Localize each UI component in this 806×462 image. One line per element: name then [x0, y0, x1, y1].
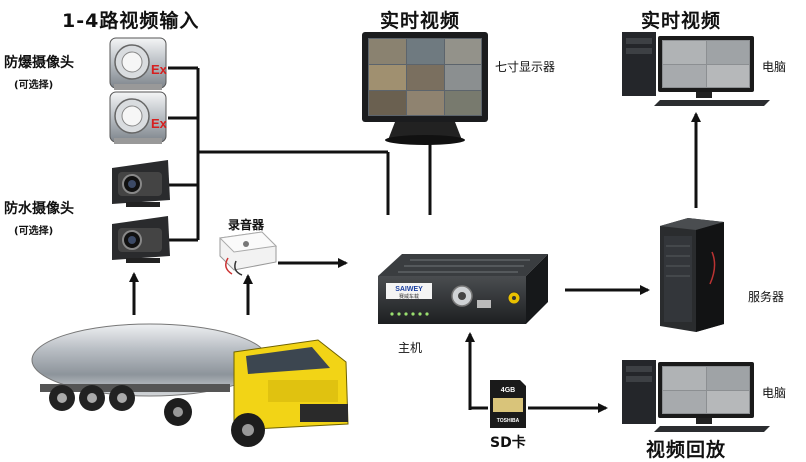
- input-title: 1-4路视频输入: [62, 10, 200, 32]
- waterproof-camera-2: [112, 216, 170, 263]
- server-tower: [660, 218, 724, 332]
- tanker-truck: [31, 323, 349, 447]
- camera-wiring: [168, 66, 432, 242]
- waterproof-camera-note: (可选择): [14, 226, 54, 237]
- pc-top-label: 电脑: [762, 60, 787, 74]
- flow-arrows: [129, 112, 701, 413]
- dvr-host-device: SAIWEY 赛威车载: [378, 254, 548, 324]
- sd-card: 4GB TOSHIBA: [490, 380, 526, 428]
- host-label: 主机: [398, 341, 423, 355]
- explosion-camera-2: Ex: [109, 91, 168, 144]
- recorder-label: 录音器: [228, 218, 265, 232]
- audio-recorder: [218, 231, 278, 276]
- ex-mark-1: Ex: [151, 62, 168, 77]
- ex-mark-2: Ex: [151, 116, 168, 131]
- playback-title: 视频回放: [646, 439, 727, 461]
- monitor-label: 七寸显示器: [495, 60, 556, 74]
- host-subbrand: 赛威车载: [399, 293, 419, 300]
- monitor-device: [362, 32, 488, 145]
- pc-bottom-label: 电脑: [762, 386, 787, 400]
- waterproof-camera-1: [112, 160, 170, 207]
- waterproof-camera-label: 防水摄像头: [4, 201, 74, 217]
- pc-top-device: [622, 32, 770, 106]
- host-brand: SAIWEY: [395, 286, 423, 293]
- explosion-camera-1: Ex: [109, 37, 168, 90]
- sd-brand: TOSHIBA: [497, 418, 520, 424]
- sd-size: 4GB: [501, 387, 515, 394]
- sd-card-label: SD卡: [490, 435, 526, 451]
- pc-realtime-title: 实时视频: [641, 10, 722, 32]
- server-label: 服务器: [748, 290, 785, 304]
- monitor-title: 实时视频: [380, 10, 461, 32]
- explosion-camera-label: 防爆摄像头: [4, 55, 74, 71]
- pc-bottom-device: [622, 360, 770, 432]
- explosion-camera-note: (可选择): [14, 80, 54, 91]
